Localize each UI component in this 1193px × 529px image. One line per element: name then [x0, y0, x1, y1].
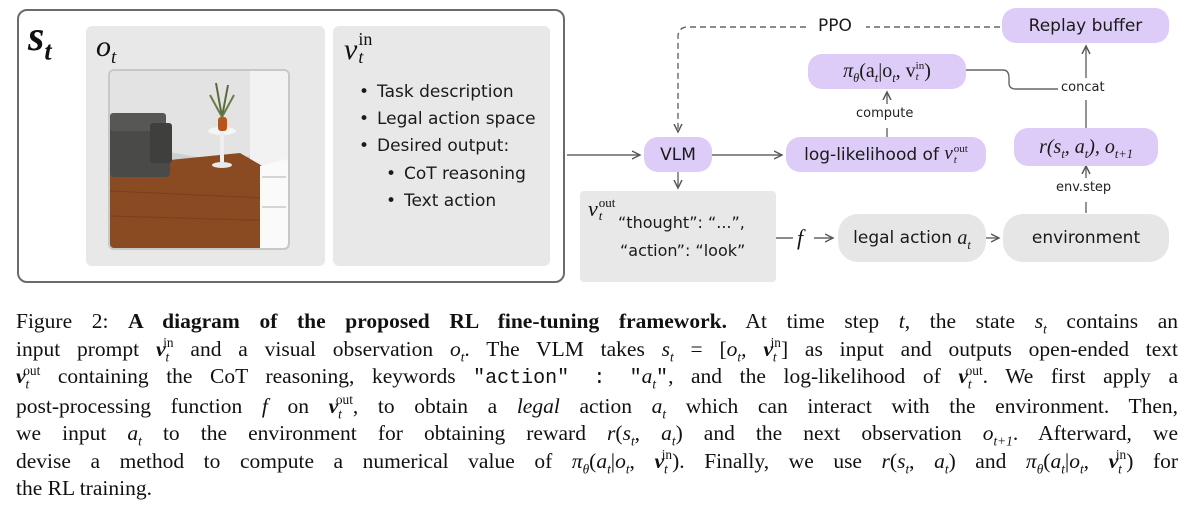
diagram-connectors [567, 26, 1193, 300]
legal-action-node: legal action at [838, 214, 986, 262]
caption-line-1: Figure 2: A diagram of the proposed RL f… [16, 309, 1179, 337]
f-label: f [797, 225, 804, 250]
output-box [580, 191, 776, 282]
line-policy-to-concat [966, 69, 1058, 90]
observation-symbol: ot [96, 30, 117, 68]
legal-action-label: legal action [853, 228, 952, 248]
concat-label: concat [1058, 80, 1108, 95]
ppo-label: PPO [812, 16, 858, 36]
reward-expression: r(st, at), ot+1 [1039, 135, 1133, 161]
vlm-node: VLM [644, 137, 712, 172]
figure-title: A diagram of the proposed RL fine-tuning… [128, 309, 727, 333]
reward-node: r(st, at), ot+1 [1014, 128, 1158, 166]
output-item-cot: CoT reasoning [386, 161, 526, 188]
observation-image [108, 69, 290, 250]
output-sublist: CoT reasoning Text action [386, 161, 526, 215]
vlm-label: VLM [660, 144, 696, 165]
state-frame [17, 9, 565, 283]
environment-label: environment [1031, 228, 1141, 248]
loglik-label: log-likelihood of [804, 144, 939, 165]
caption-line-3: vtout containing the CoT reasoning, keyw… [16, 362, 1178, 392]
prompt-item-task: Task description [359, 79, 536, 106]
env-step-label: env.step [1053, 180, 1115, 195]
prompt-item-action-space: Legal action space [359, 106, 536, 133]
replay-buffer-label: Replay buffer [1028, 15, 1143, 36]
caption-line-7: the RL training. [16, 476, 152, 500]
prompt-item-output: Desired output: [359, 133, 536, 160]
caption-line-2: input prompt vtin and a visual observati… [16, 335, 1179, 364]
output-thought-line: “thought”: “...”, [618, 213, 745, 232]
dashed-ppo-left [678, 26, 806, 132]
state-symbol: st [28, 14, 52, 66]
environment-node: environment [1003, 214, 1169, 262]
compute-label: compute [853, 106, 917, 121]
caption-line-4: post-processing function f on vtout, to … [16, 392, 1178, 421]
room-scene-icon [110, 71, 288, 248]
output-action-line: “action”: “look” [620, 241, 746, 260]
prompt-list: Task description Legal action space Desi… [359, 79, 536, 160]
output-item-text-action: Text action [386, 188, 526, 215]
figure-label: Figure 2: [16, 309, 109, 333]
replay-buffer-node: Replay buffer [1002, 8, 1169, 43]
caption-line-5: we input at to the environment for obtai… [16, 421, 1178, 449]
figure-caption: Figure 2: A diagram of the proposed RL f… [16, 308, 1178, 503]
caption-line-6: devise a method to compute a numerical v… [16, 447, 1179, 476]
